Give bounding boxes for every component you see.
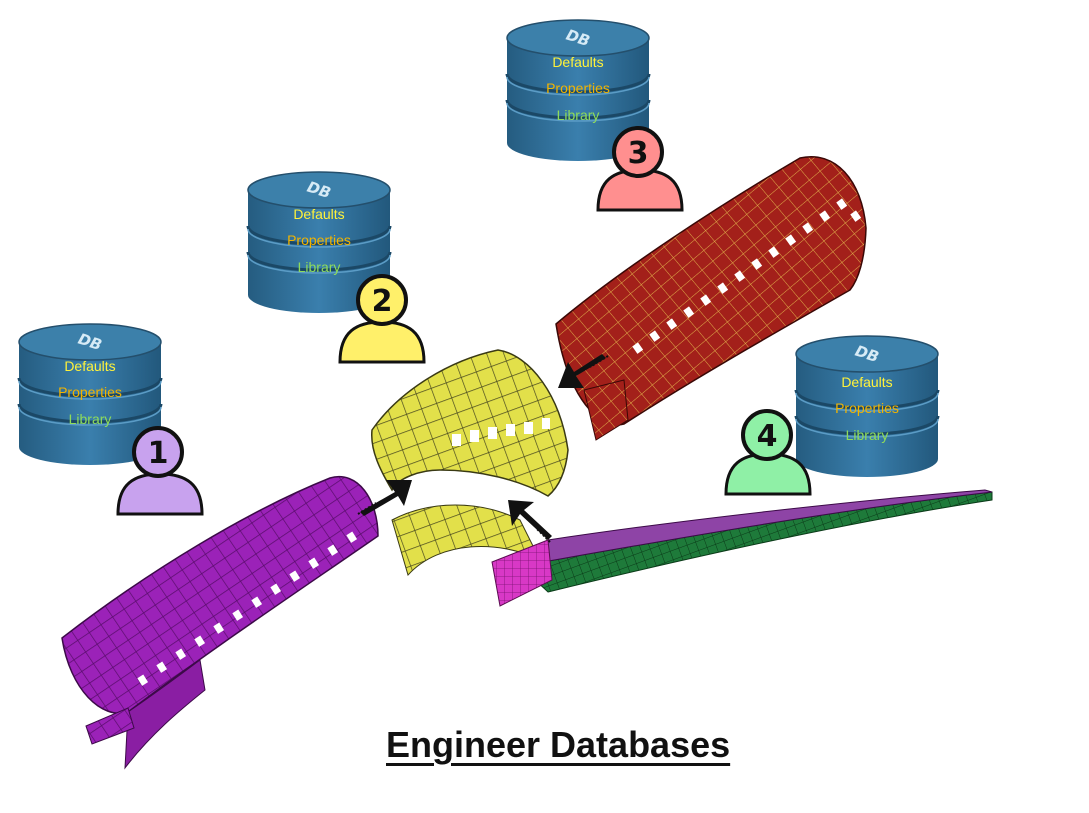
- database-properties-label: Properties: [546, 80, 610, 96]
- assembly-arrow-2: [508, 500, 552, 543]
- database-defaults-label: Defaults: [841, 374, 892, 390]
- database-cylinder-top: [506, 19, 650, 57]
- database-library-label: Library: [846, 427, 889, 443]
- fuselage-section-3: [555, 156, 867, 441]
- database-band-separator: [246, 225, 392, 246]
- database-band-separator: [505, 73, 651, 94]
- user-head-badge: [612, 126, 664, 178]
- user-number-label: 1: [148, 436, 169, 471]
- database-library-label: Library: [298, 259, 341, 275]
- assembly-arrow-3: [558, 354, 609, 388]
- database-defaults-label: Defaults: [293, 206, 344, 222]
- database-properties-label: Properties: [58, 384, 122, 400]
- database-band-separator: [794, 389, 940, 410]
- database-band-separator: [246, 251, 392, 272]
- database-band-highlight: [795, 418, 939, 438]
- database-cylinder-top: [247, 171, 391, 209]
- database-cylinder-body: [19, 342, 161, 465]
- user-head-badge: [356, 274, 408, 326]
- user-number-label: 4: [757, 419, 778, 454]
- user-number-label: 3: [628, 136, 649, 171]
- user-avatar-3: 3: [596, 126, 684, 212]
- database-band-highlight: [18, 380, 162, 400]
- user-number-label: 2: [372, 284, 393, 319]
- fuselage-section-2: [371, 349, 569, 576]
- database-cylinder-top: [18, 323, 162, 361]
- database-band-highlight: [247, 254, 391, 274]
- user-head-badge: [741, 409, 793, 461]
- diagram-title: Engineer Databases: [386, 724, 731, 765]
- database-band-highlight: [795, 392, 939, 412]
- database-cylinder-top: [795, 335, 939, 373]
- database-defaults-label: Defaults: [552, 54, 603, 70]
- user-avatar-2: 2: [338, 274, 426, 364]
- user-avatar-1: 1: [116, 426, 204, 516]
- database-properties-label: Properties: [835, 400, 899, 416]
- database-cylinder-body: [507, 38, 649, 161]
- wing-section: [491, 489, 993, 607]
- user-head-badge: [132, 426, 184, 478]
- database-band-highlight: [247, 228, 391, 248]
- database-band-highlight: [18, 406, 162, 426]
- user-body: [338, 320, 426, 364]
- database-library-label: Library: [69, 411, 112, 427]
- database-defaults-label: Defaults: [64, 358, 115, 374]
- database-band-highlight: [506, 76, 650, 96]
- database-band-separator: [794, 415, 940, 436]
- database-group: DBDefaultsPropertiesLibrary1DBDefaultsPr…: [17, 19, 940, 516]
- database-cylinder-body: [248, 190, 390, 313]
- window-row-1: [137, 531, 358, 686]
- database-band-separator: [505, 99, 651, 120]
- window-row-3: [632, 198, 862, 354]
- fuselage-section-1: [61, 475, 379, 770]
- database-library-label: Library: [557, 107, 600, 123]
- user-body: [116, 472, 204, 516]
- database-band-separator: [17, 377, 163, 398]
- assembly-arrow-1: [357, 480, 412, 516]
- database-band-separator: [17, 403, 163, 424]
- user-avatar-4: 4: [724, 409, 812, 496]
- window-row-2: [452, 418, 550, 446]
- database-band-highlight: [506, 102, 650, 122]
- database-cylinder-body: [796, 354, 938, 477]
- database-properties-label: Properties: [287, 232, 351, 248]
